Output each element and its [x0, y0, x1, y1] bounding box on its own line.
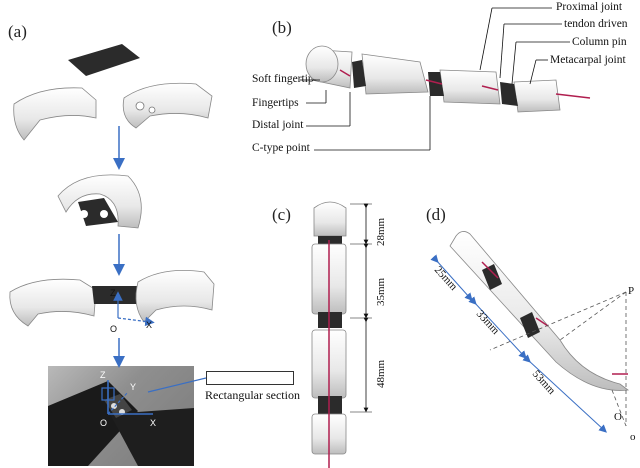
callout-proximal-joint: Proximal joint [556, 1, 623, 13]
dim-c-28: 28mm [375, 217, 387, 246]
dim-d-25: 25mm [432, 264, 460, 293]
dim-c-35: 35mm [375, 277, 387, 306]
panel-label-a: (a) [8, 22, 27, 41]
callout-column-pin: Column pin [572, 36, 627, 48]
photo-axis-z: Z [100, 370, 106, 380]
panel-d-finger: 25mm 33mm 53mm P O o [430, 231, 636, 443]
panel-label-c: (c) [272, 205, 291, 224]
panel-label-b: (b) [272, 18, 292, 37]
panel-c-finger: 28mm 35mm 48mm [311, 201, 387, 468]
dim-c-48: 48mm [375, 359, 387, 388]
right-shell [122, 82, 213, 129]
dim-d-33: 33mm [474, 308, 502, 337]
axis-o: O [110, 324, 117, 334]
left-shell [13, 87, 97, 141]
dim-d-53: 53mm [530, 368, 558, 397]
point-o-lower: o [630, 431, 636, 443]
panel-a-assembly: Z X O [9, 44, 215, 393]
callout-tendon-driven: tendon driven [564, 18, 628, 30]
section-indicator-box [206, 371, 294, 385]
callout-metacarpal-joint: Metacarpal joint [550, 54, 626, 66]
point-o-upper: O [614, 411, 622, 423]
photo-axis-y: Y [130, 382, 136, 392]
callout-c-type-point: C-type point [252, 142, 310, 154]
flat-pad [68, 44, 140, 76]
callout-soft-fingertip: Soft fingertip [252, 73, 314, 85]
point-p: P [628, 285, 634, 297]
axis-z: Z [110, 288, 116, 298]
photo-axis-o: O [100, 418, 107, 428]
photo-axis-x: X [150, 418, 156, 428]
assembled-left [9, 278, 97, 327]
callout-distal-joint: Distal joint [252, 119, 304, 131]
rectangular-section-label: Rectangular section [205, 388, 300, 402]
callout-fingertips: Fingertips [252, 97, 299, 109]
c-type-shell [57, 174, 142, 229]
prototype-photo: Z Y O X [48, 366, 194, 466]
panel-b-finger [300, 7, 591, 151]
panel-label-d: (d) [426, 205, 446, 224]
assembled-right [135, 270, 215, 323]
axis-x: X [146, 320, 152, 330]
